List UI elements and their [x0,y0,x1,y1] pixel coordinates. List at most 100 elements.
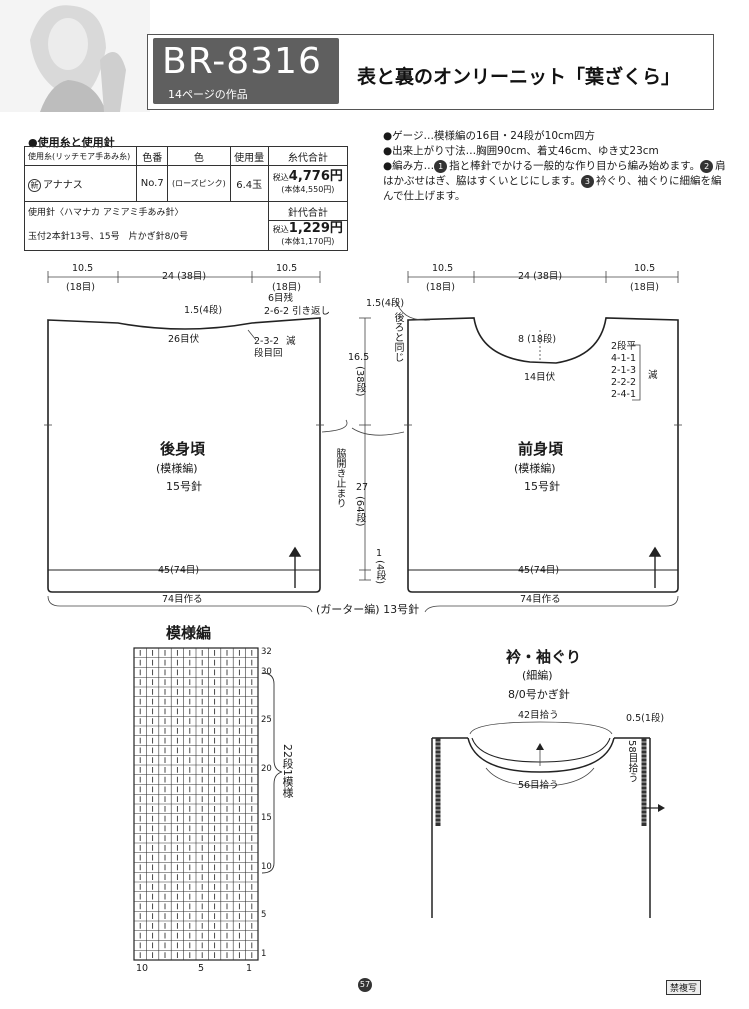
lower-pickup: 56目拾う [518,780,559,791]
back-stitch-pattern: (模様編) [156,462,198,475]
front-piece-name: 前身頃 [518,440,564,458]
method-label: ●編み方… [383,160,435,172]
page-number: 57 [358,978,372,992]
front-decrease-label: 減 [648,370,658,381]
back-neck-remain: 6目残 [268,293,294,304]
color-no-header: 色番 [136,146,169,166]
yarn-price-label: 税込 [272,173,289,182]
front-needle: 15号針 [524,480,560,493]
yarn-amount: 6.4玉 [229,165,269,202]
method-step-2: 肩はかぶせはぎ、脇はすくいとじにします。 [383,160,726,187]
back-needle: 15号針 [166,480,202,493]
method-step-3: 衿ぐり、袖ぐりに細編を編んで仕上げます。 [383,175,722,202]
needle-row: 玉付2本針13号、15号 片かぎ針8/0号 税込1,229円 (本体1,170円… [24,220,349,251]
chart-row-label: 25 [261,715,272,726]
chart-row-label: 5 [261,910,267,921]
chart-row-label: 30 [261,666,272,677]
back-left-stitches: (18目) [66,282,96,293]
size-note: ●出来上がり寸法…胸囲90cm、着丈46cm、ゆき丈23cm [383,145,659,157]
yarn-row: 新アナナス No.7 (ローズピンク) 6.4玉 税込4,776円 (本体4,5… [23,165,349,202]
front-neck-width: 24 (38目) [518,271,563,282]
side-slit-label: 脇開き止まり [334,448,345,508]
back-piece-name: 後身頃 [160,440,206,458]
needle-price-label: 税込 [272,225,289,234]
chart-row-label: 10 [261,861,272,872]
subtitle: 14ページの作品 [168,88,248,101]
edging-width: 0.5(1段) [626,713,665,724]
needle-price: 1,229円 [288,221,343,236]
edging-stitch: (細編) [522,669,553,682]
front-dec-2: 4-1-1 [611,353,636,364]
instructions: ●ゲージ…模様編の16目・24段が10cm四方 ●出来上がり寸法…胸囲90cm、… [383,129,728,204]
front-dec-4: 2-2-2 [611,377,636,388]
method-step-1: 指と棒針でかける一般的な作り目から編み始めます。 [449,160,701,172]
chart-row-label: 32 [261,647,272,657]
front-dec-5: 2-4-1 [611,389,636,400]
materials-heading: ●使用糸と使用針 [28,136,115,149]
yarn-header-row: 使用糸(リッチモア手あみ糸) 色番 色 使用量 糸代合計 [23,146,349,166]
chart-col-5: 5 [198,963,205,974]
model-photo [0,0,150,112]
back-neck-bindoff: 26目伏 [168,334,200,345]
chart-row-label: 15 [261,812,272,823]
front-bottom-width: 45(74目) [518,565,560,576]
front-dec-1: 2段平 [611,341,637,352]
chart-row-label: 1 [261,949,267,960]
copy-prohibited-stamp: 禁複写 [666,980,702,995]
materials-table: 使用糸(リッチモア手あみ糸) 色番 色 使用量 糸代合計 新アナナス No.7 … [23,146,349,251]
new-badge: 新 [28,178,41,192]
pattern-code-banner [153,38,339,104]
color-no: No.7 [136,165,169,202]
garter-label: (ガーター編) 13号針 [316,603,420,616]
chart-row-label: 20 [261,764,272,774]
back-decrease-rows: 段目回 [254,348,283,359]
chart-col-1: 1 [246,963,253,974]
front-shoulder-drop: 1.5(4段) [366,298,405,309]
pattern-code: BR-8316 [162,41,322,82]
needle-price-note: (本体1,170円) [281,237,335,246]
back-cast-on: 74目作る [162,594,203,605]
needle-list: 玉付2本針13号、15号 片かぎ針8/0号 [24,220,269,251]
yarn-price: 4,776円 [288,169,343,184]
front-neck-depth: 8 (18段) [518,334,557,345]
front-left-width: 10.5 [432,263,454,274]
back-short-rows: 2-6-2 引き返し [264,306,331,317]
step-1-marker: 1 [434,160,448,173]
upper-height: 16.5 [348,352,370,363]
front-left-stitches: (18目) [426,282,456,293]
same-as-back: 後ろと同じ [392,312,403,362]
edging-hook: 8/0号かぎ針 [508,688,570,701]
yarn-price-note: (本体4,550円) [281,185,335,194]
front-neck-bindoff: 14目伏 [524,372,556,383]
front-dec-3: 2-1-3 [611,365,636,376]
edging-title: 衿・袖ぐり [506,648,582,666]
armhole-pickup: 58目拾う [626,740,637,783]
back-bottom-width: 45(74目) [158,565,200,576]
lower-rows: (64段) [354,496,365,527]
gauge-note: ●ゲージ…模様編の16目・24段が10cm四方 [383,130,596,142]
chart-col-10: 10 [136,963,149,974]
neck-pickup: 42目拾う [518,710,559,721]
front-right-stitches: (18目) [630,282,660,293]
yarn-name: アナナス [43,179,83,191]
front-stitch-pattern: (模様編) [514,462,556,475]
back-decrease-label: 減 [286,336,296,347]
front-right-width: 10.5 [634,263,656,274]
hem-height: 1 [376,548,383,559]
back-shoulder-drop: 1.5(4段) [184,305,223,316]
step-2-marker: 2 [700,160,714,173]
hem-rows: (4段) [374,560,385,585]
chart-repeat: 22段1模様 [281,744,294,798]
chart-title: 模様編 [166,624,212,642]
back-right-width: 10.5 [276,263,298,274]
back-right-stitches: (18目) [272,282,302,293]
page-title: 表と裏のオンリーニット「葉ざくら」 [357,66,681,88]
back-neck-width: 24 (38目) [162,271,207,282]
front-cast-on: 74目作る [520,594,561,605]
step-3-marker: 3 [580,175,594,188]
back-left-width: 10.5 [72,263,94,274]
back-neck-decrease: 2-3-2 [254,336,279,347]
upper-rows: (38段) [354,366,365,397]
